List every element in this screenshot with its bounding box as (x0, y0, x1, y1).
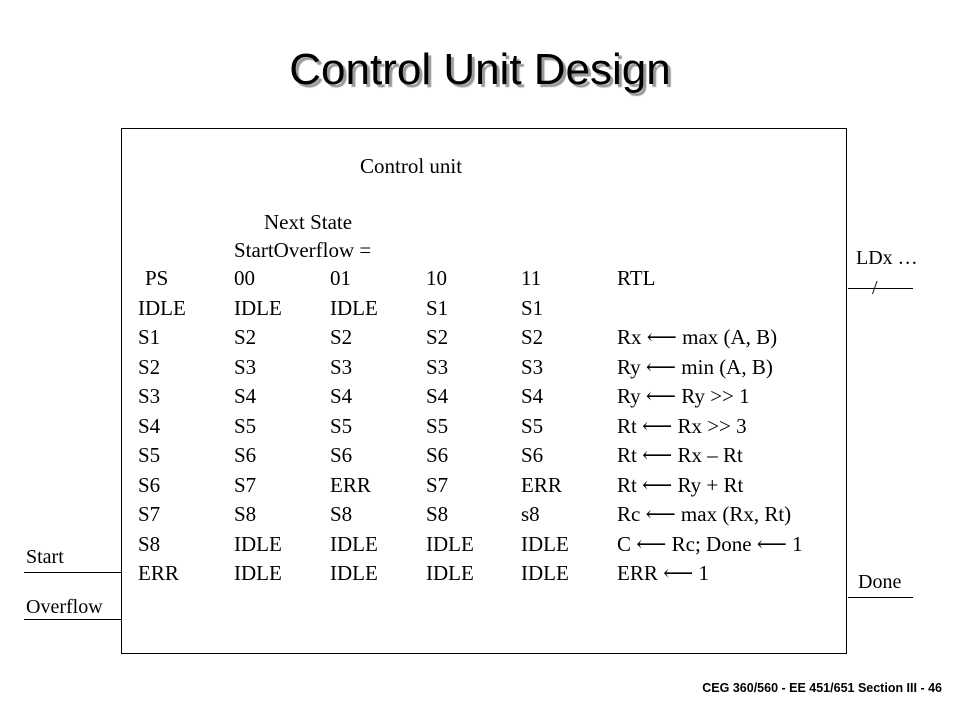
table-row: S8 IDLE IDLE IDLE IDLE C ⟵ Rc; Done ⟵ 1 (0, 530, 960, 560)
table-row: S2 S3 S3 S3 S3 Ry ⟵ min (A, B) (0, 353, 960, 383)
table-cell: IDLE (330, 561, 378, 585)
table-row: S6 S7 ERR S7 ERR Rt ⟵ Ry + Rt (0, 471, 960, 501)
table-cell: S2 (426, 325, 449, 349)
table-row: S5 S6 S6 S6 S6 Rt ⟵ Rx – Rt (0, 441, 960, 471)
table-row: S7 S8 S8 S8 s8 Rc ⟵ max (Rx, Rt) (0, 500, 960, 530)
table-cell: S7 (138, 502, 161, 526)
table-cell: S8 (234, 502, 257, 526)
table-cell: S7 (234, 472, 257, 497)
table-cell: IDLE (330, 531, 378, 556)
table-cell: IDLE (234, 561, 282, 585)
table-cell: Rt ⟵ Rx – Rt (617, 443, 743, 467)
table-cell: S1 (521, 295, 544, 320)
header-cell-00: 00 (234, 266, 255, 290)
table-cell: Rx ⟵ max (A, B) (617, 325, 778, 349)
table-cell: s8 (521, 502, 540, 526)
overflow-signal-label: Overflow (26, 596, 103, 618)
table-cell: S6 (330, 443, 353, 467)
slide-title: Control Unit Design (289, 45, 671, 94)
table-cell: ERR (138, 561, 179, 585)
table-cell: IDLE (138, 295, 186, 320)
header-cell-01: 01 (330, 266, 351, 290)
table-cell: IDLE (234, 531, 282, 556)
ldx-signal-line (848, 288, 913, 289)
table-cell: Ry ⟵ min (A, B) (617, 354, 773, 379)
header-cell-rtl: RTL (617, 266, 656, 290)
table-cell: IDLE (234, 295, 282, 320)
done-signal-line (848, 597, 913, 598)
table-cell: S6 (521, 443, 544, 467)
table-cell: S6 (234, 443, 257, 467)
table-row: S1 S2 S2 S2 S2 Rx ⟵ max (A, B) (0, 323, 960, 353)
table-cell: S4 (521, 384, 544, 408)
table-row: IDLE IDLE IDLE S1 S1 (0, 294, 960, 324)
table-cell: S7 (426, 472, 449, 497)
table-cell: S5 (330, 413, 353, 438)
next-state-label: Next State (264, 210, 353, 234)
table-cell: S5 (234, 413, 257, 438)
table-row: ERR IDLE IDLE IDLE IDLE ERR ⟵ 1 (0, 559, 960, 589)
control-unit-box (121, 128, 847, 654)
table-cell: C ⟵ Rc; Done ⟵ 1 (617, 531, 803, 556)
table-cell: S8 (138, 531, 161, 556)
table-cell: S2 (330, 325, 353, 349)
input-combination-label: StartOverflow = (234, 238, 372, 262)
table-cell: S4 (426, 384, 449, 408)
table-row: S3 S4 S4 S4 S4 Ry ⟵ Ry >> 1 (0, 382, 960, 412)
overflow-signal-line (24, 619, 122, 620)
table-cell: IDLE (426, 561, 474, 585)
table-cell: S4 (138, 413, 161, 438)
table-row: S4 S5 S5 S5 S5 Rt ⟵ Rx >> 3 (0, 412, 960, 442)
table-cell: S6 (426, 443, 449, 467)
table-cell: S2 (138, 354, 161, 379)
control-unit-caption: Control unit (360, 154, 463, 178)
table-cell: IDLE (521, 561, 569, 585)
table-cell: S3 (138, 384, 161, 408)
table-cell: Ry ⟵ Ry >> 1 (617, 384, 750, 408)
table-cell: S2 (234, 325, 257, 349)
table-cell: ERR ⟵ 1 (617, 561, 709, 585)
table-cell: Rc ⟵ max (Rx, Rt) (617, 502, 792, 526)
table-cell: Rt ⟵ Rx >> 3 (617, 413, 747, 438)
table-cell: S8 (426, 502, 449, 526)
table-cell: S3 (234, 354, 257, 379)
table-cell: S6 (138, 472, 161, 497)
table-cell: S1 (138, 325, 161, 349)
table-cell: Rt ⟵ Ry + Rt (617, 472, 744, 497)
table-cell: S4 (330, 384, 353, 408)
table-cell: ERR (330, 472, 371, 497)
table-cell: IDLE (521, 531, 569, 556)
table-cell: S2 (521, 325, 544, 349)
start-signal-line (24, 572, 122, 573)
header-cell-10: 10 (426, 266, 447, 290)
table-cell: ERR (521, 472, 562, 497)
table-cell: S3 (426, 354, 449, 379)
bus-slash-icon: / (872, 277, 878, 299)
table-cell: S3 (521, 354, 544, 379)
table-cell: S4 (234, 384, 257, 408)
table-cell: S5 (521, 413, 544, 438)
table-cell: S1 (426, 295, 449, 320)
table-cell: S8 (330, 502, 353, 526)
table-cell: S5 (426, 413, 449, 438)
start-signal-label: Start (26, 546, 64, 568)
table-cell: IDLE (426, 531, 474, 556)
header-cell-11: 11 (521, 266, 542, 290)
slide-footer: CEG 360/560 - EE 451/651 Section III - 4… (702, 681, 942, 695)
ldx-signal-label: LDx … (856, 247, 918, 269)
table-cell: IDLE (330, 295, 378, 320)
state-table-header: PS 00 01 10 11 RTL (0, 264, 960, 294)
header-cell-ps: PS (145, 266, 169, 290)
table-cell: S3 (330, 354, 353, 379)
table-cell: S5 (138, 443, 161, 467)
done-signal-label: Done (858, 571, 902, 593)
